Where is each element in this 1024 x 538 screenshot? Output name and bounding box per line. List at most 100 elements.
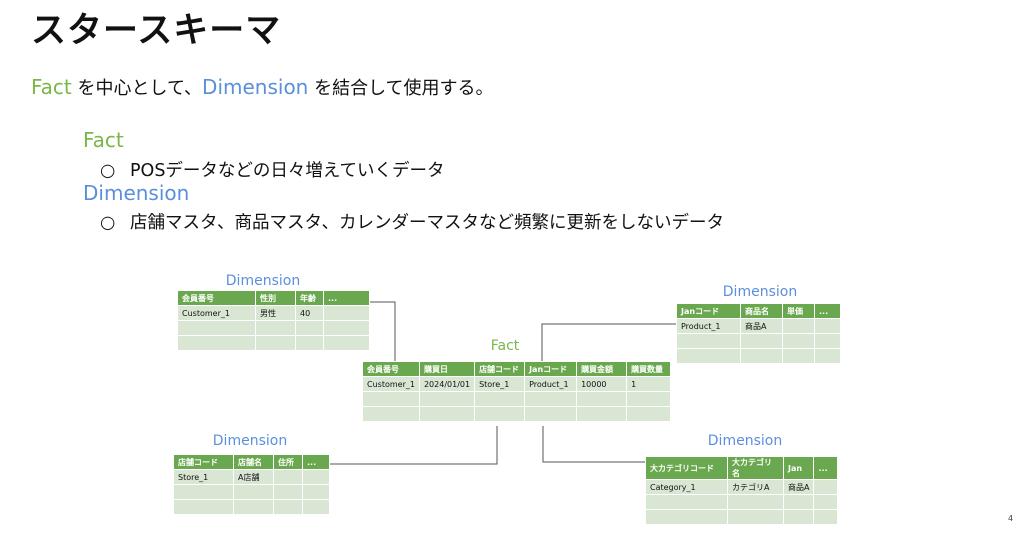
table-cell — [177, 335, 256, 351]
table-cell — [233, 499, 274, 515]
store-dimension-label: Dimension — [212, 433, 288, 449]
store-header-row: 店舗コード店舗名住所... — [173, 454, 330, 470]
table-cell — [362, 391, 420, 407]
bullet-dimension-item: ○ 店舗マスタ、商品マスタ、カレンダーマスタなど頻繁に更新をしないデータ — [100, 209, 724, 234]
product-column-header: 商品名 — [740, 303, 783, 319]
table-cell — [782, 318, 815, 334]
connector-member-fact — [370, 301, 396, 362]
fact-column-header: Janコード — [524, 361, 578, 377]
table-cell — [676, 333, 741, 349]
table-cell — [474, 391, 526, 407]
table-cell — [782, 509, 815, 525]
table-cell — [626, 391, 672, 407]
product-dimension-label: Dimension — [722, 284, 798, 300]
product-header-row: Janコード商品名単価... — [676, 303, 841, 319]
table-cell — [814, 348, 841, 364]
table-row — [173, 499, 330, 515]
table-cell: 男性 — [255, 305, 296, 321]
bullet-marker: ○ — [100, 213, 116, 233]
table-cell — [418, 391, 476, 407]
table-cell: 1 — [626, 376, 672, 392]
table-cell — [626, 406, 672, 422]
store-column-header: 店舗名 — [233, 454, 274, 470]
table-cell: 商品A — [740, 318, 783, 334]
connector-fact-store — [330, 426, 498, 465]
table-cell: Store_1 — [173, 469, 234, 485]
table-cell — [576, 406, 628, 422]
category-column-header: 大カテゴリコード — [645, 456, 728, 480]
table-cell: Product_1 — [524, 376, 578, 392]
table-cell — [233, 484, 274, 500]
table-cell — [740, 348, 783, 364]
connector-fact-product — [541, 323, 676, 362]
corner-mark: 4 — [1008, 514, 1014, 523]
table-row — [177, 335, 370, 351]
bullet-fact-item: ○POSデータなどの日々増えていくデータ — [100, 157, 445, 182]
table-row — [177, 320, 370, 336]
table-cell — [302, 499, 330, 515]
member-column-header: ... — [323, 290, 370, 306]
table-cell — [173, 484, 234, 500]
member-dimension-label: Dimension — [225, 273, 301, 289]
member-column-header: 会員番号 — [177, 290, 256, 306]
table-cell — [782, 348, 815, 364]
product-column-header: Janコード — [676, 303, 741, 319]
member-column-header: 性別 — [255, 290, 296, 306]
bullet-dimension-heading: Dimension — [83, 181, 190, 205]
table-cell — [740, 333, 783, 349]
fact-column-header: 購買日 — [418, 361, 476, 377]
member-header-row: 会員番号性別年齢... — [177, 290, 370, 306]
table-cell — [418, 406, 476, 422]
table-cell — [782, 333, 815, 349]
table-cell — [813, 494, 839, 510]
connector-fact-category — [542, 426, 645, 463]
table-cell — [273, 469, 303, 485]
table-cell — [676, 348, 741, 364]
table-cell: 40 — [295, 305, 324, 321]
table-row — [362, 391, 672, 407]
table-cell — [782, 494, 815, 510]
table-cell: Category_1 — [645, 479, 728, 495]
intro-dimension: Dimension — [202, 75, 309, 99]
fact-column-header: 購買金額 — [576, 361, 628, 377]
table-cell — [813, 479, 839, 495]
table-cell — [727, 509, 784, 525]
table-cell: 10000 — [576, 376, 628, 392]
table-row — [362, 406, 672, 422]
fact-column-header: 購買数量 — [626, 361, 672, 377]
table-cell — [173, 499, 234, 515]
category-column-header: ... — [813, 456, 839, 480]
intro-fact: Fact — [31, 75, 72, 99]
bullet-fact-heading: Fact — [83, 128, 124, 152]
fact-column-header: 店舗コード — [474, 361, 526, 377]
table-cell: カテゴリA — [727, 479, 784, 495]
table-cell — [295, 335, 324, 351]
fact-column-header: 会員番号 — [362, 361, 420, 377]
category-column-header: 大カテゴリ名 — [727, 456, 784, 480]
member-column-header: 年齢 — [295, 290, 324, 306]
table-cell: 商品A — [782, 479, 815, 495]
bullet-dimension-text: 店舗マスタ、商品マスタ、カレンダーマスタなど頻繁に更新をしないデータ — [130, 213, 724, 233]
store-column-header: ... — [302, 454, 330, 470]
table-cell — [255, 335, 296, 351]
intro-text: Fact を中心として、Dimension を結合して使用する。 — [31, 74, 494, 100]
table-cell — [645, 494, 728, 510]
table-cell: Customer_1 — [362, 376, 420, 392]
table-row — [645, 494, 839, 510]
table-cell: A店舗 — [233, 469, 274, 485]
table-cell — [813, 509, 839, 525]
table-cell — [295, 320, 324, 336]
table-cell — [524, 391, 578, 407]
table-cell — [273, 484, 303, 500]
product-column-header: 単価 — [782, 303, 815, 319]
table-row — [173, 484, 330, 500]
